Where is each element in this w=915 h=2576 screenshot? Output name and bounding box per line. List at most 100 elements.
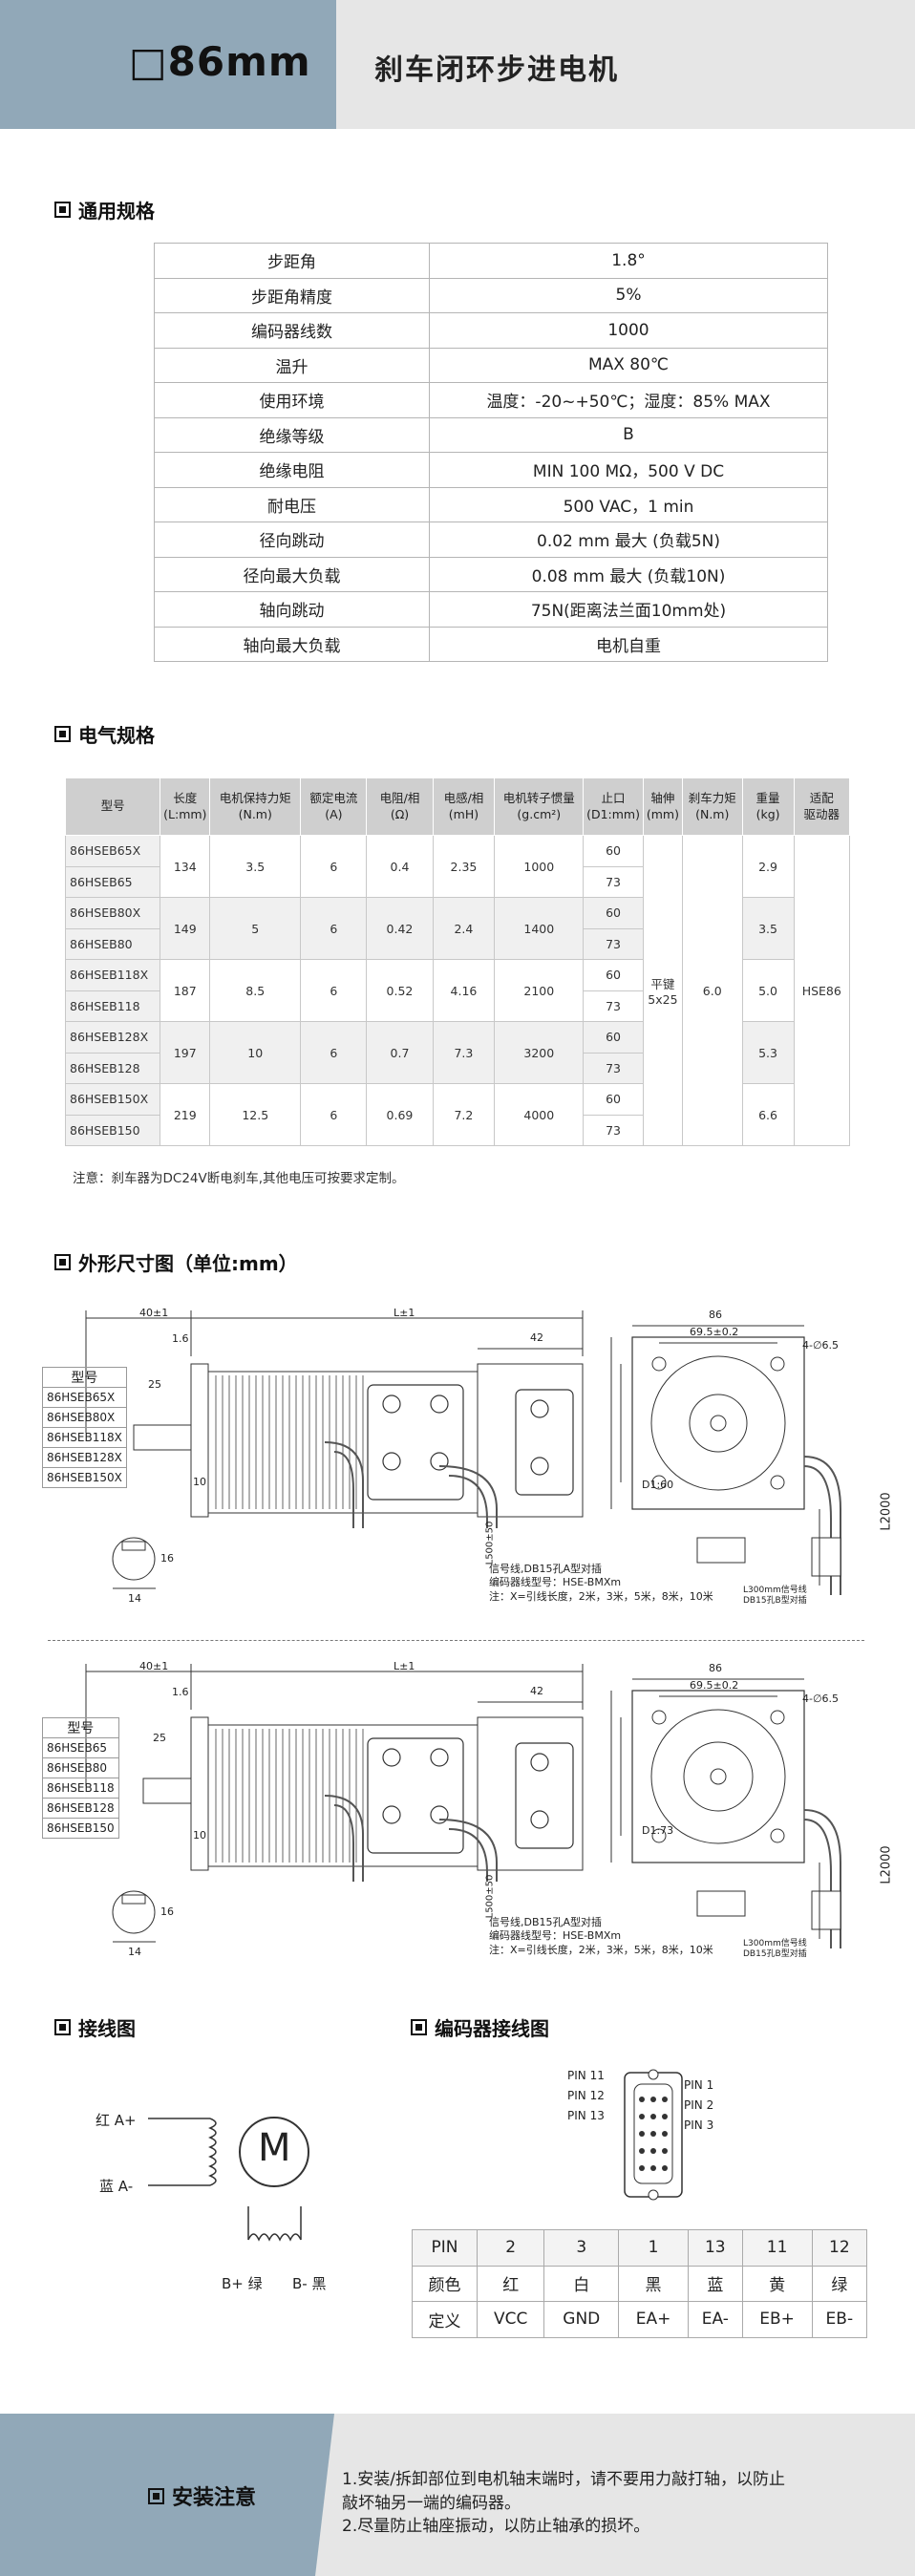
length-cell: 149: [160, 897, 211, 960]
length-cell: 219: [160, 1083, 211, 1146]
driver-cell: HSE86: [793, 835, 851, 1146]
footer-heading: 安装注意: [148, 2480, 256, 2511]
table-row: 86HSEB128X: [42, 1447, 127, 1468]
inertia-cell: 1000: [494, 835, 585, 898]
pin-cell: 定义: [412, 2301, 478, 2338]
dim-25: 25: [148, 1378, 161, 1391]
pin-cell: 11: [741, 2229, 813, 2267]
model-header: 型号: [42, 1367, 127, 1388]
length-cell: 197: [160, 1021, 211, 1084]
model-item: 86HSEB65: [42, 1737, 119, 1758]
column-header: 止口 (D1:mm): [583, 777, 644, 836]
resistance-cell: 0.7: [366, 1021, 434, 1084]
model-cell: 86HSEB80X: [64, 897, 161, 929]
dim-69-5: 69.5±0.2: [690, 1326, 739, 1338]
torque-cell: 8.5: [209, 959, 302, 1022]
spec-name: 步距角: [154, 243, 430, 279]
dim-L2000: L2000: [879, 1492, 894, 1531]
square-bullet-icon: [54, 2019, 71, 2035]
electric-spec-heading: 电气规格: [54, 720, 155, 748]
weight-cell: 5.3: [741, 1021, 795, 1084]
d1-cell: 60: [583, 1021, 644, 1054]
dim-16-b: 16: [160, 1905, 174, 1918]
wire-b-plus: B+ 绿: [222, 2275, 263, 2292]
drawing-divider: [48, 1640, 864, 1641]
table-row: 86HSEB118: [42, 1778, 119, 1799]
spec-value: 0.02 mm 最大 (负载5N): [429, 522, 828, 558]
dim-L2000-b: L2000: [879, 1845, 894, 1884]
electric-note: 注意：刹车器为DC24V断电刹车,其他电压可按要求定制。: [73, 1171, 405, 1186]
pin-cell: 黄: [741, 2265, 813, 2302]
wire-a-plus: 红 A+: [96, 2112, 137, 2129]
inertia-cell: 2100: [494, 959, 585, 1022]
model-cell: 86HSEB65X: [64, 835, 161, 867]
square-bullet-icon: [54, 726, 71, 742]
table-row: 颜色红白黑蓝黄绿: [412, 2265, 868, 2302]
spec-value: MAX 80℃: [429, 347, 828, 383]
spec-value: MIN 100 MΩ，500 V DC: [429, 452, 828, 488]
table-row: 轴向最大负载电机自重: [154, 626, 828, 662]
model-item: 86HSEB118X: [42, 1427, 127, 1448]
spec-value: 5%: [429, 277, 828, 313]
dim-L: L±1: [394, 1307, 415, 1319]
d1-cell: 73: [583, 990, 644, 1022]
dim-16: 16: [160, 1552, 174, 1565]
table-row: 86HSEB80: [42, 1757, 119, 1778]
model-cell: 86HSEB150X: [64, 1083, 161, 1116]
dim-40: 40±1: [139, 1307, 169, 1319]
dim-40-b: 40±1: [139, 1660, 169, 1672]
pin-cell: EA+: [618, 2301, 690, 2338]
spec-name: 绝缘等级: [154, 416, 430, 453]
spec-value: 1000: [429, 312, 828, 349]
footer-slant: [306, 2414, 334, 2576]
wire-b-minus: B- 黑: [292, 2275, 327, 2292]
d1-cell: 60: [583, 959, 644, 991]
model-cell: 86HSEB118: [64, 990, 161, 1022]
model-title: □86mm: [129, 38, 311, 85]
dim-69-5-b: 69.5±0.2: [690, 1679, 739, 1692]
table-row: 86HSEB65X: [42, 1387, 127, 1408]
torque-cell: 12.5: [209, 1083, 302, 1146]
model-item: 86HSEB150X: [42, 1467, 127, 1488]
square-bullet-icon: [148, 2487, 164, 2504]
current-cell: 6: [300, 897, 368, 960]
dim-10: 10: [193, 1476, 206, 1488]
inertia-cell: 1400: [494, 897, 585, 960]
dim-1-6-b: 1.6: [172, 1686, 189, 1698]
header-right-panel: [336, 0, 915, 129]
table-row: 型号: [42, 1367, 127, 1388]
pin-cell: 3: [543, 2229, 620, 2267]
length-cell: 134: [160, 835, 211, 898]
resistance-cell: 0.4: [366, 835, 434, 898]
pin-cell: 2: [476, 2229, 545, 2267]
inductance-cell: 4.16: [432, 959, 496, 1022]
spec-name: 温升: [154, 347, 430, 383]
model-item: 86HSEB150: [42, 1818, 119, 1839]
pin-cell: 红: [476, 2265, 545, 2302]
current-cell: 6: [300, 1083, 368, 1146]
spec-name: 步距角精度: [154, 277, 430, 313]
inertia-cell: 4000: [494, 1083, 585, 1146]
motor-wiring-diagram: [148, 2117, 309, 2242]
dim-holes-b: 4-∅6.5: [802, 1692, 840, 1705]
brake-cell: 6.0: [681, 835, 743, 1146]
d1-cell: 60: [583, 1083, 644, 1116]
dimension-drawing-a: [85, 1310, 841, 1595]
spec-name: 轴向跳动: [154, 591, 430, 628]
header-left-panel: [0, 0, 336, 129]
electric-spec-table: 型号长度 (L:mm)电机保持力矩 (N.m)额定电流 (A)电阻/相 (Ω)电…: [64, 777, 851, 1146]
dim-25-b: 25: [153, 1732, 166, 1744]
